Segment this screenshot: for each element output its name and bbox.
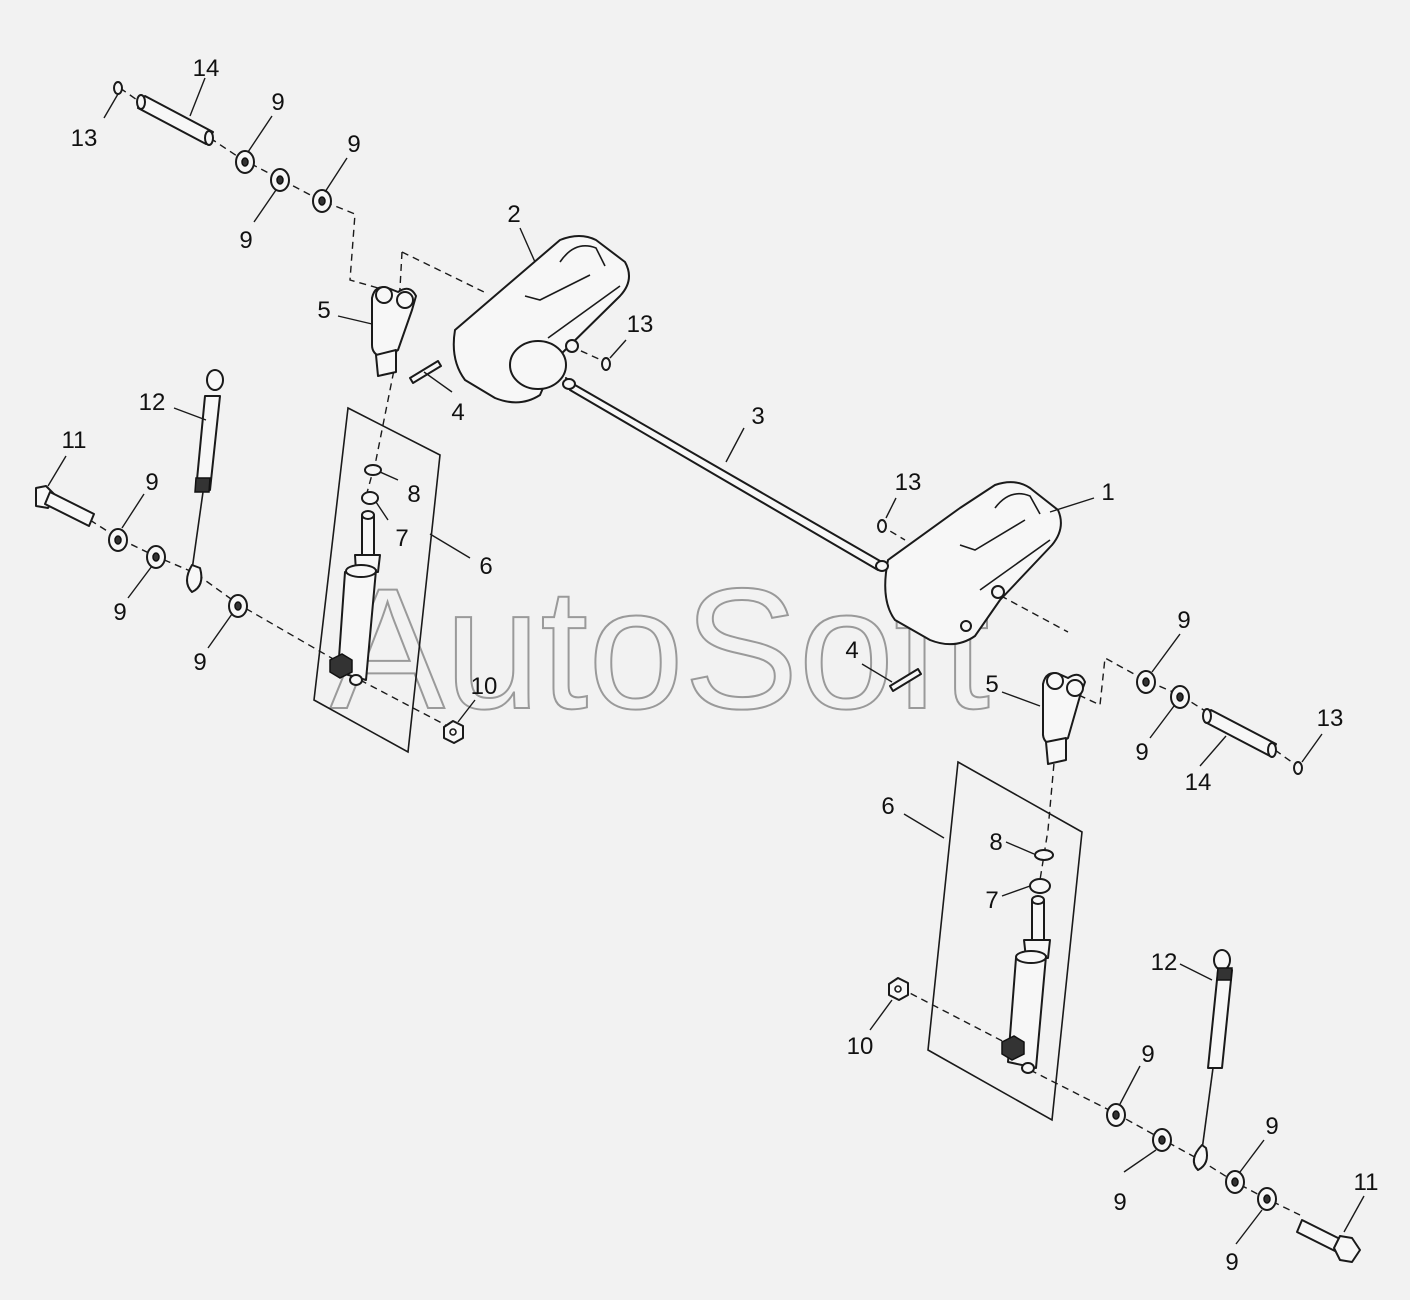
pin-14-right [1202, 708, 1277, 758]
callout-10: 10 [847, 1033, 874, 1060]
washers [108, 150, 1277, 1211]
callout-14: 14 [1185, 769, 1212, 796]
nut-10-right [888, 977, 909, 1001]
callout-11: 11 [62, 427, 87, 454]
callout-10: 10 [471, 673, 498, 700]
washer-9 [1225, 1170, 1245, 1194]
callout-8: 8 [989, 829, 1002, 856]
callout-7: 7 [985, 887, 998, 914]
clip-13 [1293, 761, 1303, 775]
callout-13: 13 [1317, 705, 1344, 732]
cross-rod [562, 377, 889, 572]
callout-labels: 13 14 9 9 9 2 5 13 4 3 12 11 9 9 9 8 7 6… [62, 55, 1379, 1276]
clevis-right [1041, 672, 1086, 765]
seal-8-right [1034, 849, 1054, 861]
spring-right [1192, 949, 1233, 1171]
nut-10-left [443, 720, 464, 744]
callout-6: 6 [479, 553, 492, 580]
pin-4-left [409, 360, 442, 384]
callout-6: 6 [881, 793, 894, 820]
callout-5: 5 [985, 671, 998, 698]
callout-1: 1 [1101, 479, 1114, 506]
cylinder-right [1001, 895, 1051, 1074]
watermark: AutoSoft [330, 553, 990, 745]
clip-13 [601, 357, 611, 371]
callout-9: 9 [1135, 739, 1148, 766]
callout-9: 9 [1141, 1041, 1154, 1068]
bracket-right [884, 481, 1062, 646]
callout-9: 9 [145, 469, 158, 496]
cylinder-left [329, 510, 381, 686]
washer-9 [228, 594, 248, 618]
bracket-left [452, 235, 630, 404]
callout-8: 8 [407, 481, 420, 508]
pin-14-left [136, 94, 214, 146]
callout-2: 2 [507, 201, 520, 228]
washer-9 [1170, 685, 1190, 709]
callout-9: 9 [113, 599, 126, 626]
seal-7-right [1029, 878, 1051, 894]
washer-9 [235, 150, 255, 174]
spring-left [186, 369, 224, 593]
callout-11: 11 [1354, 1169, 1379, 1196]
callout-13: 13 [627, 311, 654, 338]
clip-13 [113, 81, 123, 95]
seal-7-left [361, 491, 379, 505]
bolt-11-right [1296, 1219, 1361, 1263]
washer-9 [146, 545, 166, 569]
washer-9 [1106, 1103, 1126, 1127]
clips [113, 81, 1303, 775]
bolt-11-left [35, 485, 95, 527]
clevis-left [371, 286, 417, 377]
callout-5: 5 [317, 297, 330, 324]
callout-9: 9 [1225, 1249, 1238, 1276]
washer-9 [1136, 670, 1156, 694]
callout-9: 9 [193, 649, 206, 676]
callout-3: 3 [751, 403, 764, 430]
washer-9 [108, 528, 128, 552]
callout-9: 9 [1177, 607, 1190, 634]
callout-7: 7 [395, 525, 408, 552]
clip-13 [877, 519, 887, 533]
callout-13: 13 [71, 125, 98, 152]
washer-9 [1257, 1187, 1277, 1211]
callout-9: 9 [1113, 1189, 1126, 1216]
washer-9 [312, 189, 332, 213]
seal-8-left [364, 464, 382, 476]
callout-9: 9 [347, 131, 360, 158]
callout-12: 12 [1151, 949, 1178, 976]
pin-4-right [889, 668, 922, 692]
callout-14: 14 [193, 55, 220, 82]
kit-frame-right [927, 760, 1083, 1122]
callout-9: 9 [271, 89, 284, 116]
washer-9 [1152, 1128, 1172, 1152]
callout-12: 12 [139, 389, 166, 416]
kit-frame-left [313, 406, 441, 754]
callout-4: 4 [845, 637, 858, 664]
washer-9 [270, 168, 290, 192]
callout-9: 9 [239, 227, 252, 254]
callout-13: 13 [895, 469, 922, 496]
callout-9: 9 [1265, 1113, 1278, 1140]
leader-lines [47, 77, 1365, 1245]
callout-4: 4 [451, 399, 464, 426]
